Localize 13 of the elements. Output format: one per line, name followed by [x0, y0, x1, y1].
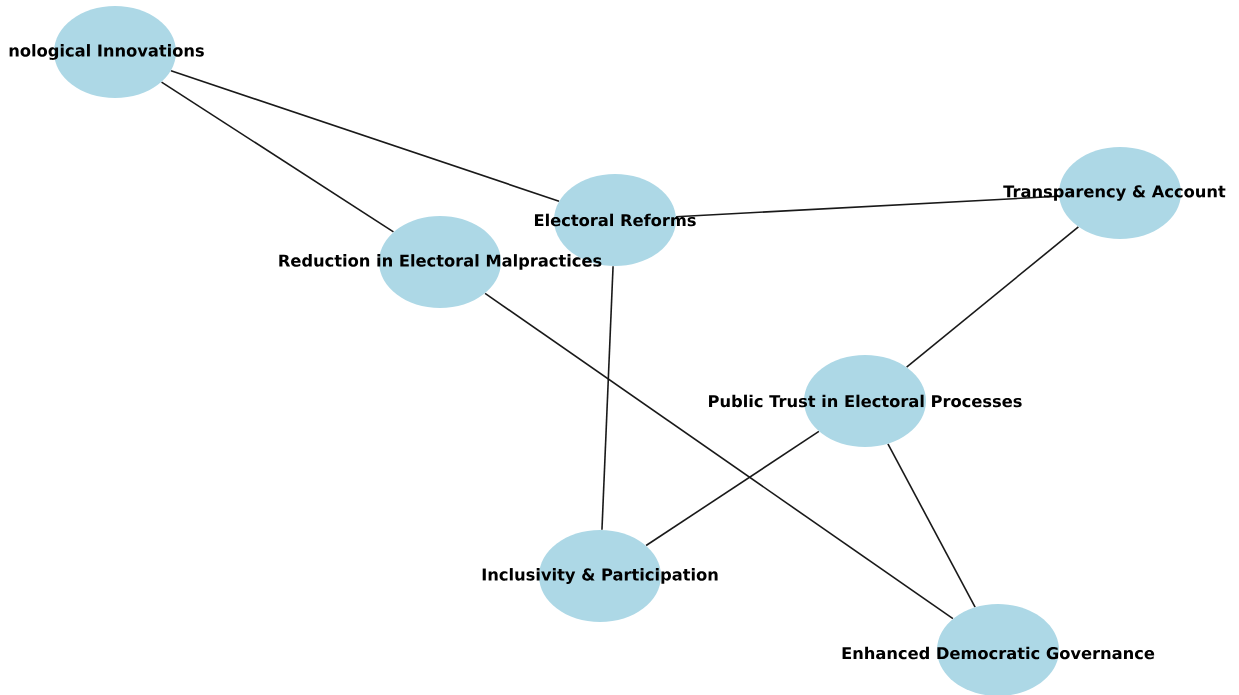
edge-line [160, 81, 395, 233]
edge-line [170, 70, 560, 202]
circle-node: Public Trust in Electoral Processes [709, 355, 1022, 447]
edge-line [601, 265, 614, 531]
edge-line [887, 443, 976, 608]
node-label: Reduction in Electoral Malpractices [279, 254, 602, 270]
circle-node: nological Innovations [9, 6, 204, 98]
circle-node: Enhanced Democratic Governance [842, 604, 1155, 695]
edge-line [905, 226, 1080, 368]
edge-line [484, 292, 954, 620]
circle-node: Transparency & Account [1003, 147, 1226, 239]
edge-line [645, 430, 820, 547]
circle-node: Inclusivity & Participation [482, 530, 718, 622]
